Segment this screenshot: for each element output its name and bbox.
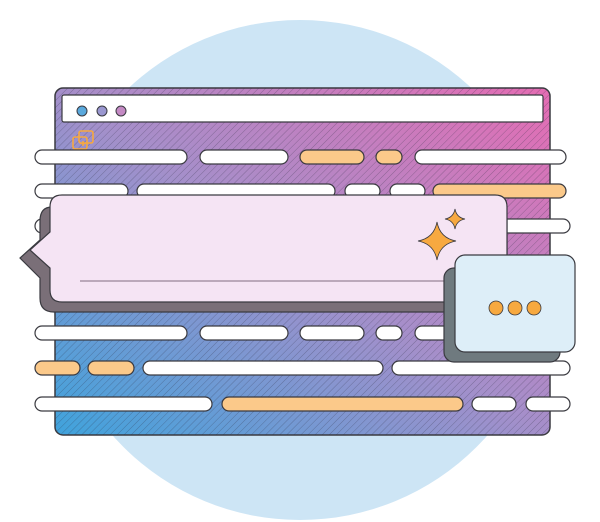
text-line-pill bbox=[34, 396, 213, 412]
text-line-pill bbox=[375, 325, 403, 341]
text-line-pill bbox=[34, 149, 188, 165]
chat-typing-box bbox=[443, 254, 576, 363]
text-line-pills bbox=[34, 149, 571, 412]
typing-dots-icon bbox=[488, 300, 542, 316]
text-line-pill bbox=[375, 149, 403, 165]
text-line-pill bbox=[299, 149, 365, 165]
text-line-pill bbox=[221, 396, 464, 412]
copy-windows-icon bbox=[72, 130, 94, 150]
text-line-pill bbox=[391, 360, 571, 376]
text-line-pill bbox=[199, 149, 289, 165]
sparkle-icon-large bbox=[417, 221, 457, 261]
title-bar bbox=[61, 94, 544, 123]
text-line-pill bbox=[34, 360, 81, 376]
speech-bubble-body bbox=[29, 194, 508, 303]
window-dot-pink[interactable] bbox=[115, 105, 127, 117]
text-line-pill bbox=[525, 396, 571, 412]
window-dot-purple[interactable] bbox=[96, 105, 108, 117]
text-line-pill bbox=[299, 325, 365, 341]
text-line-pill bbox=[34, 325, 188, 341]
text-line-pill bbox=[87, 360, 135, 376]
sparkle-icon-small bbox=[444, 208, 466, 230]
text-line-pill bbox=[414, 149, 567, 165]
text-line-pill bbox=[142, 360, 384, 376]
text-line-pill bbox=[471, 396, 517, 412]
text-line-pill bbox=[199, 325, 289, 341]
speech-bubble bbox=[19, 194, 508, 313]
window-dot-blue[interactable] bbox=[76, 105, 88, 117]
